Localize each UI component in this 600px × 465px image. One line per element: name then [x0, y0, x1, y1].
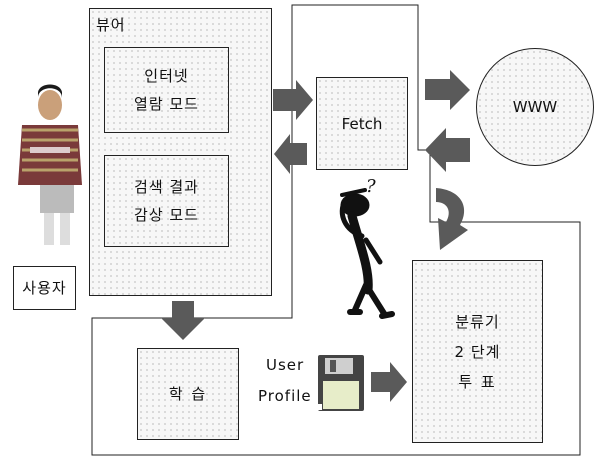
fetch-box[interactable]: Fetch — [316, 77, 408, 170]
floppy-disk-icon — [318, 355, 364, 411]
user-profile-line1: User — [266, 356, 305, 374]
arrow-www-to-fetch — [425, 128, 470, 172]
fetch-frame — [91, 4, 581, 456]
arrow-viewer-to-fetch — [273, 80, 313, 120]
user-profile-line2: Profile — [258, 387, 312, 405]
classifier-line2: 2 단계 — [454, 342, 501, 361]
classifier-line3: 투 표 — [458, 372, 497, 391]
arrow-fetch-to-www — [425, 70, 470, 110]
www-label: WWW — [512, 98, 558, 116]
question-mark: ? — [366, 176, 376, 197]
user-label: 사용자 — [22, 279, 67, 297]
search-results-mode-box[interactable]: 검색 결과 감상 모드 — [104, 155, 229, 247]
viewer-title: 뷰어 — [96, 16, 126, 34]
www-circle[interactable]: WWW — [476, 48, 594, 166]
classifier-line1: 분류기 — [455, 312, 500, 331]
arrow-fetch-to-classifier — [436, 188, 468, 250]
search-results-line1: 검색 결과 — [134, 178, 199, 196]
person-photo — [18, 84, 82, 245]
learning-label: 학 습 — [168, 385, 208, 403]
fetch-label: Fetch — [341, 114, 383, 133]
arrow-profile-to-classifier — [371, 362, 407, 402]
internet-browsing-mode-box[interactable]: 인터넷 열람 모드 — [104, 47, 229, 133]
arrow-fetch-to-viewer — [274, 134, 307, 174]
internet-browsing-line1: 인터넷 — [144, 67, 189, 85]
thinking-figure-icon — [339, 188, 395, 319]
internet-browsing-line2: 열람 모드 — [134, 95, 199, 113]
arrow-viewer-to-learning — [161, 301, 205, 340]
classifier-box[interactable]: 분류기 2 단계 투 표 — [412, 260, 543, 443]
search-results-line2: 감상 모드 — [134, 206, 199, 224]
user-label-box[interactable]: 사용자 — [13, 266, 76, 310]
learning-box[interactable]: 학 습 — [137, 348, 239, 440]
